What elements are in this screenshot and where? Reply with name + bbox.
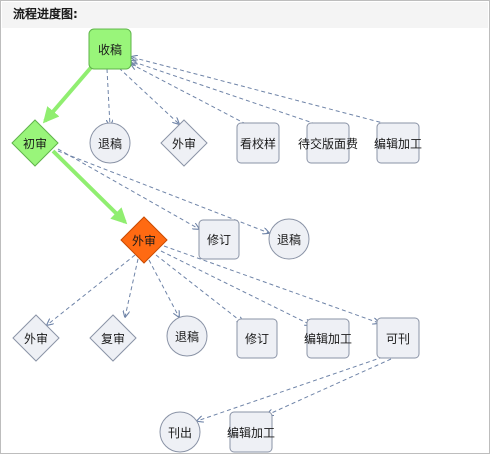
node-reject-2[interactable]: 退稿 <box>268 218 310 260</box>
node-revise-2-label: 修订 <box>245 331 269 346</box>
node-edit-process-2[interactable]: 编辑加工 <box>304 318 352 359</box>
panel-title: 流程进度图: <box>13 7 78 21</box>
node-external-1[interactable]: 外审 <box>160 119 208 167</box>
nodes: 收稿 初审 退稿 外审 看校样 <box>11 28 422 453</box>
edge-edit-receive <box>131 57 388 125</box>
node-initial-review[interactable]: 初审 <box>11 119 59 167</box>
node-reject-1[interactable]: 退稿 <box>89 122 131 164</box>
panel-header: 流程进度图: <box>2 2 488 28</box>
edge-ext-ext <box>47 254 136 325</box>
node-external-3-label: 外审 <box>24 331 48 346</box>
node-edit-process-1[interactable]: 编辑加工 <box>374 122 422 164</box>
edge-layoutfee-receive <box>131 61 317 125</box>
node-external-1-label: 外审 <box>172 136 196 151</box>
node-revise-1-label: 修订 <box>207 232 231 247</box>
edge-publishable-edit <box>267 358 392 415</box>
node-publishable-label: 可刊 <box>386 332 410 346</box>
node-reject-1-label: 退稿 <box>98 136 122 151</box>
node-revise-1[interactable]: 修订 <box>198 219 240 260</box>
node-await-layout-fee-label: 待交版面费 <box>298 136 358 151</box>
edge-ext-reject <box>148 259 179 317</box>
node-external-current[interactable]: 外审 <box>120 216 168 264</box>
node-publishable[interactable]: 可刊 <box>376 317 420 359</box>
node-edit-process-3-label: 编辑加工 <box>227 425 275 440</box>
edges <box>42 57 392 421</box>
node-re-review[interactable]: 复审 <box>89 314 137 362</box>
node-edit-process-3[interactable]: 编辑加工 <box>227 411 275 453</box>
node-revise-2[interactable]: 修订 <box>236 318 278 359</box>
edge-initial-to-external <box>51 149 128 225</box>
node-receive[interactable]: 收稿 <box>88 28 132 70</box>
node-reject-3-label: 退稿 <box>175 329 199 344</box>
edge-receive-external <box>118 67 179 124</box>
edge-initial-revise <box>57 148 199 229</box>
edge-ext-rereview <box>125 258 139 317</box>
node-await-layout-fee[interactable]: 待交版面费 <box>298 122 358 164</box>
node-edit-process-2-label: 编辑加工 <box>304 331 352 346</box>
node-proofread-label: 看校样 <box>240 136 276 151</box>
node-external-current-label: 外审 <box>132 233 156 248</box>
node-publish-label: 刊出 <box>168 426 192 440</box>
node-proofread[interactable]: 看校样 <box>236 122 280 164</box>
node-initial-review-label: 初审 <box>23 136 47 151</box>
node-re-review-label: 复审 <box>101 331 125 346</box>
edge-receive-to-initial <box>42 62 96 124</box>
edge-ext-revise <box>155 254 243 323</box>
edge-proofread-receive <box>131 64 247 125</box>
node-edit-process-1-label: 编辑加工 <box>374 136 422 151</box>
node-receive-label: 收稿 <box>98 42 122 57</box>
node-external-3[interactable]: 外审 <box>12 314 60 362</box>
edge-ext-publishable <box>163 245 379 323</box>
edge-publishable-publish <box>197 356 384 421</box>
node-reject-3[interactable]: 退稿 <box>166 315 208 357</box>
edge-initial-reject <box>57 150 269 233</box>
edge-ext-edit <box>160 250 311 325</box>
node-publish[interactable]: 刊出 <box>159 411 201 453</box>
node-reject-2-label: 退稿 <box>277 232 301 247</box>
edge-receive-reject <box>107 68 110 126</box>
